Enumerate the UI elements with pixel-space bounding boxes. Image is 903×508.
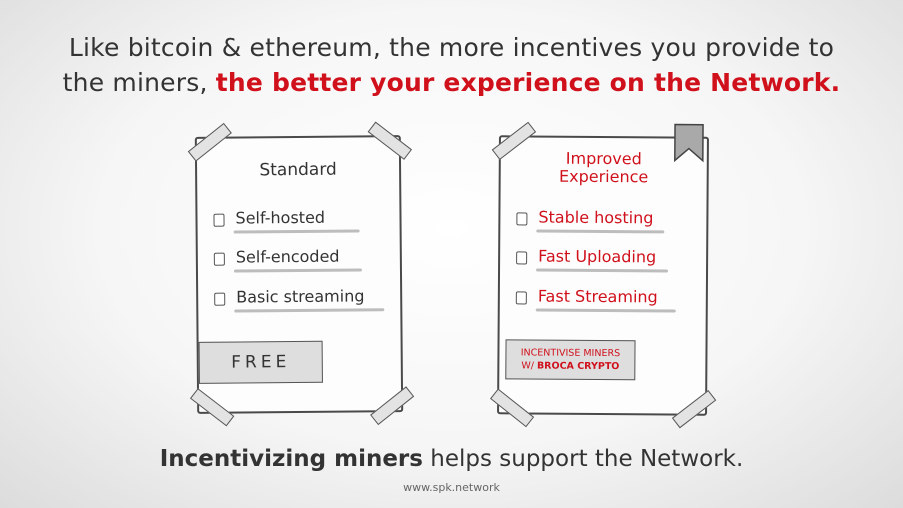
item-underline	[535, 308, 676, 313]
tape-bottom-right	[370, 386, 415, 426]
badge-line-2-prefix: W/	[521, 360, 537, 372]
item-underline	[536, 268, 669, 273]
item-label: Fast Uploading	[538, 246, 657, 267]
checkbox-icon[interactable]	[213, 213, 225, 227]
badge-line-1: INCENTIVISE MINERS	[520, 347, 621, 360]
standard-card: Standard Self-hosted Self-encoded Basic …	[187, 121, 415, 427]
headline-line-2: the miners, the better your experience o…	[0, 65, 903, 100]
tape-top-right	[367, 121, 413, 160]
headline-plain: the miners,	[62, 68, 216, 97]
item-underline	[536, 229, 665, 234]
checkbox-icon[interactable]	[516, 212, 528, 226]
improved-card: Improved Experience Stable hosting Fast …	[490, 121, 717, 429]
free-badge: FREE	[198, 340, 323, 384]
item-label: Fast Streaming	[537, 286, 658, 307]
item-underline	[234, 308, 385, 313]
item-underline	[233, 229, 360, 234]
item-label: Basic streaming	[236, 286, 365, 307]
tape-bottom-left	[490, 388, 535, 428]
checkbox-icon[interactable]	[214, 292, 226, 306]
bookmark-flag-icon	[674, 123, 704, 163]
tape-bottom-left	[189, 388, 235, 427]
item-label: Self-encoded	[235, 246, 340, 267]
checkbox-icon[interactable]	[213, 252, 225, 266]
broca-crypto-badge: INCENTIVISE MINERS W/ BROCA CRYPTO	[505, 339, 636, 381]
footer-bold: Incentivizing miners	[159, 446, 423, 472]
item-underline	[233, 268, 362, 273]
item-label: Stable hosting	[538, 207, 654, 228]
badge-line-2: W/ BROCA CRYPTO	[506, 359, 634, 373]
footer-caption: Incentivizing miners helps support the N…	[0, 446, 903, 472]
improved-title-line-2: Experience	[559, 166, 649, 187]
checkbox-icon[interactable]	[516, 251, 528, 265]
improved-title: Improved Experience	[501, 148, 707, 187]
headline: Like bitcoin & ethereum, the more incent…	[0, 30, 903, 100]
site-url: www.spk.network	[403, 481, 500, 494]
tape-bottom-right	[671, 389, 717, 429]
standard-title: Standard	[259, 159, 337, 181]
checkbox-icon[interactable]	[515, 291, 527, 305]
headline-highlight: the better your experience on the Networ…	[215, 68, 841, 97]
headline-line-1: Like bitcoin & ethereum, the more incent…	[68, 33, 835, 62]
footer-rest: helps support the Network.	[422, 446, 744, 472]
tape-top-left	[187, 122, 232, 162]
improved-title-line-1: Improved	[565, 148, 642, 169]
item-label: Self-hosted	[235, 207, 326, 228]
badge-line-2-bold: BROCA CRYPTO	[536, 360, 620, 373]
